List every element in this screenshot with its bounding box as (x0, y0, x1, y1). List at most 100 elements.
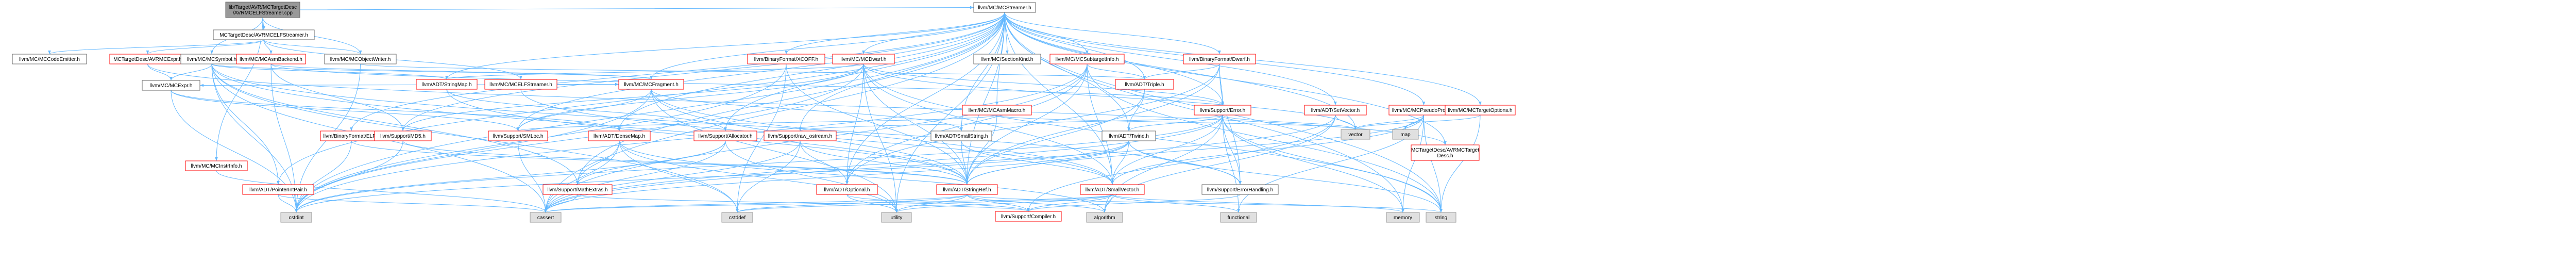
node-mcasmbackend[interactable]: llvm/MC/MCAsmBackend.h (236, 54, 306, 64)
edge-dwarf-to-errorhandling (1219, 63, 1242, 185)
node-mcstreamer[interactable]: llvm/MC/MCStreamer.h (973, 2, 1036, 13)
edge-path (650, 12, 1005, 80)
node-label: llvm/MC/MCFragment.h (624, 82, 679, 88)
edge-densemap-to-cassert (544, 140, 620, 213)
node-mcasmmacro[interactable]: llvm/MC/MCAsmMacro.h (962, 105, 1032, 116)
node-label: map (1400, 132, 1411, 138)
edge-path (1004, 12, 1447, 145)
node-label: llvm/Support/MathExtras.h (547, 187, 607, 193)
node-mccodeemitter[interactable]: llvm/MC/MCCodeEmitter.h (12, 54, 87, 64)
edge-path (619, 140, 739, 213)
edge-mcstreamer-to-stringmap (445, 12, 1005, 80)
edge-path (1222, 114, 1404, 213)
node-elf[interactable]: llvm/BinaryFormat/ELF.h (320, 130, 383, 141)
node-mcdwarf[interactable]: llvm/MC/MCDwarf.h (832, 54, 895, 64)
edge-mcstreamer-to-triple (1004, 12, 1146, 80)
edge-mcasmbackend-to-md5 (270, 63, 404, 132)
edge-path (1354, 114, 1424, 130)
edge-mcstreamer-to-xcoff (785, 12, 1005, 55)
node-triple[interactable]: llvm/ADT/Triple.h (1115, 79, 1174, 90)
edge-optional-to-utility (846, 194, 898, 213)
node-mathextras[interactable]: llvm/Support/MathExtras.h (543, 184, 613, 195)
edge-avrelfstreamer-h-to-mcobjectwriter (263, 39, 362, 55)
node-stringmap[interactable]: llvm/ADT/StringMap.h (416, 79, 478, 90)
node-box (1411, 144, 1480, 161)
node-mcsubtargetinfo[interactable]: llvm/MC/MCSubtargetInfo.h (1049, 54, 1125, 64)
node-box (1304, 105, 1367, 116)
node-label: llvm/MC/MCDwarf.h (841, 57, 887, 62)
edge-path (736, 194, 968, 213)
edge-path (967, 194, 1443, 213)
node-label: llvm/MC/MCELFStreamer.h (489, 82, 552, 88)
node-label: llvm/Support/Allocator.h (698, 134, 752, 139)
node-dwarf[interactable]: llvm/BinaryFormat/Dwarf.h (1183, 54, 1256, 64)
edge-mcasmmacro-to-vector (996, 114, 1357, 130)
node-smallstring[interactable]: llvm/ADT/SmallString.h (930, 130, 992, 141)
edge-mcstreamer-to-utility (895, 12, 1005, 213)
node-label: llvm/ADT/Optional.h (824, 187, 870, 193)
edge-mcstreamer-to-elf (350, 12, 1005, 132)
node-avrelfstreamer-h[interactable]: MCTargetDesc/AVRMCELFStreamer.h (213, 29, 315, 40)
node-xcoff[interactable]: llvm/BinaryFormat/XCOFF.h (747, 54, 825, 64)
node-densemap[interactable]: llvm/ADT/DenseMap.h (588, 130, 651, 141)
node-mcobjectwriter[interactable]: llvm/MC/MCObjectWriter.h (324, 54, 397, 64)
edge-smallvector-to-compiler (1027, 194, 1113, 212)
edge-path (965, 12, 1005, 185)
node-label: llvm/BinaryFormat/XCOFF.h (754, 57, 818, 62)
node-mcsectionkind[interactable]: llvm/MC/SectionKind.h (973, 54, 1041, 64)
node-smloc[interactable]: llvm/Support/SMLoc.h (488, 130, 548, 141)
edge-rawostream-to-cstddef (736, 140, 801, 213)
node-errorhandling[interactable]: llvm/Support/ErrorHandling.h (1201, 184, 1279, 195)
node-optional[interactable]: llvm/ADT/Optional.h (816, 184, 878, 195)
edge-dwarf-to-triple (1143, 63, 1220, 80)
node-rawostream[interactable]: llvm/Support/raw_ostream.h (764, 130, 837, 141)
edge-path (1127, 114, 1223, 132)
node-label: string (1435, 215, 1447, 221)
node-pointerintpair[interactable]: llvm/ADT/PointerIntPair.h (242, 184, 314, 195)
node-mcelfstreamer[interactable]: llvm/MC/MCELFStreamer.h (484, 79, 557, 90)
edge-twine-to-smallvector (1111, 140, 1129, 185)
edge-stringref-to-cassert (544, 194, 968, 213)
node-label: MCTargetDesc/AVRMCTarget (1411, 148, 1479, 153)
node-mcinstrinfo[interactable]: llvm/MC/MCInstrInfo.h (185, 160, 248, 171)
edge-path (295, 140, 352, 213)
node-allocator[interactable]: llvm/Support/Allocator.h (693, 130, 757, 141)
edge-path (736, 63, 787, 213)
edge-stringref-to-algorithm (967, 194, 1106, 213)
node-twine[interactable]: llvm/ADT/Twine.h (1101, 130, 1156, 141)
edge-root-to-mcstreamer (299, 6, 974, 10)
edge-error-to-functional (1222, 114, 1240, 213)
node-box (242, 184, 314, 195)
node-box (324, 54, 397, 64)
node-mcexpr[interactable]: llvm/MC/MCExpr.h (142, 80, 200, 91)
node-memory: memory (1386, 212, 1420, 223)
node-mcsymbol[interactable]: llvm/MC/MCSymbol.h (180, 54, 243, 64)
edge-smloc-to-cassert (518, 140, 547, 213)
edge-path (278, 194, 547, 213)
node-label: llvm/ADT/StringRef.h (943, 187, 991, 193)
edge-path (544, 140, 1129, 213)
edge-stringref-to-cstddef (736, 194, 968, 213)
edge-twine-to-cassert (544, 140, 1129, 213)
node-label: cstddef (729, 215, 745, 221)
node-setvector[interactable]: llvm/ADT/SetVector.h (1304, 105, 1367, 116)
node-error[interactable]: llvm/Support/Error.h (1194, 105, 1251, 116)
node-mcfragment[interactable]: llvm/MC/MCFragment.h (618, 79, 684, 90)
node-avrmcexpr[interactable]: MCTargetDesc/AVRMCExpr.h (109, 54, 186, 64)
edge-path (544, 194, 968, 213)
node-box (962, 105, 1032, 116)
node-compiler[interactable]: llvm/Support/Compiler.h (995, 211, 1062, 222)
node-md5[interactable]: llvm/Support/MD5.h (374, 130, 432, 141)
edge-path (215, 17, 263, 161)
node-layer: lib/Target/AVR/MCTargetDesc/AVRMCELFStre… (12, 2, 1516, 223)
node-smallvector[interactable]: llvm/ADT/SmallVector.h (1080, 184, 1145, 195)
node-stringref[interactable]: llvm/ADT/StringRef.h (936, 184, 998, 195)
edge-md5-to-stringref (402, 140, 969, 185)
edge-mcdwarf-to-md5 (401, 63, 864, 132)
node-mctargetoptions[interactable]: llvm/MC/MCTargetOptions.h (1445, 105, 1516, 116)
node-label: llvm/ADT/PointerIntPair.h (249, 187, 307, 193)
node-vector: vector (1341, 129, 1370, 140)
node-label: MCTargetDesc/AVRMCExpr.h (113, 57, 182, 62)
node-box (12, 54, 87, 64)
